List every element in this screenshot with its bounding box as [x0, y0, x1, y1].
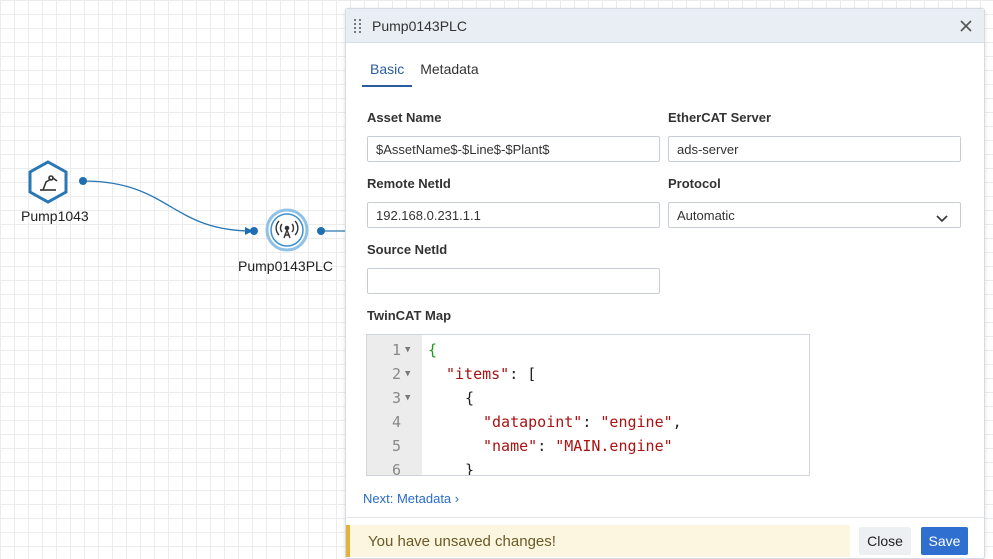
node-label-pump1043: Pump1043	[21, 208, 89, 224]
line-number: 3	[391, 389, 401, 407]
fold-arrow-icon[interactable]: ▼	[405, 393, 411, 403]
save-button[interactable]: Save	[921, 527, 968, 555]
code-text: "name": "MAIN.engine"	[483, 437, 673, 455]
node-label-pump0143plc: Pump0143PLC	[238, 258, 333, 274]
input-port	[250, 227, 258, 235]
asset-name-label: Asset Name	[367, 110, 442, 125]
code-line: 4 "datapoint": "engine",	[367, 410, 809, 434]
code-line: 2 ▼ "items": [	[367, 362, 809, 386]
properties-panel: Pump0143PLC Basic Metadata Asset Name $A…	[345, 8, 985, 559]
panel-footer: You have unsaved changes! Close Save	[346, 517, 984, 559]
close-button[interactable]: Close	[859, 527, 911, 555]
code-line: 5 "name": "MAIN.engine"	[367, 434, 809, 458]
code-line: 1 ▼ {	[367, 338, 809, 362]
protocol-value: Automatic	[677, 207, 735, 223]
tab-bar: Basic Metadata	[362, 59, 487, 87]
code-text: {	[465, 389, 475, 407]
line-number: 1	[391, 341, 401, 359]
robot-arm-icon[interactable]	[27, 160, 69, 209]
chevron-right-icon: ›	[454, 491, 460, 506]
protocol-label: Protocol	[668, 176, 721, 191]
remote-netid-input[interactable]: 192.168.0.231.1.1	[367, 202, 660, 228]
line-number: 4	[391, 413, 401, 431]
remote-netid-label: Remote NetId	[367, 176, 451, 191]
asset-name-input[interactable]: $AssetName$-$Line$-$Plant$	[367, 136, 660, 162]
panel-header[interactable]: Pump0143PLC	[346, 9, 984, 43]
chevron-down-icon	[936, 211, 948, 226]
source-netid-input[interactable]	[367, 268, 660, 294]
editor-gutter	[367, 335, 422, 475]
line-number: 5	[391, 437, 401, 455]
connection-edge	[82, 180, 254, 232]
unsaved-changes-warning: You have unsaved changes!	[346, 525, 850, 557]
twincat-map-label: TwinCAT Map	[367, 308, 452, 323]
fold-arrow-icon[interactable]: ▼	[405, 345, 411, 355]
line-number: 6	[391, 461, 401, 476]
code-text: }	[465, 461, 475, 476]
ethercat-server-label: EtherCAT Server	[668, 110, 772, 125]
panel-title: Pump0143PLC	[372, 17, 467, 34]
output-port	[317, 227, 325, 235]
output-port	[79, 177, 87, 185]
code-text: {	[428, 341, 438, 359]
code-line: 3 ▼ {	[367, 386, 809, 410]
code-text: "datapoint": "engine",	[483, 413, 682, 431]
code-text: "items": [	[446, 365, 537, 383]
arrow-head	[245, 227, 253, 235]
source-netid-label: Source NetId	[367, 242, 448, 257]
next-metadata-link[interactable]: Next: Metadata ›	[363, 491, 460, 506]
code-line: 6 }	[367, 458, 809, 476]
fold-arrow-icon[interactable]: ▼	[405, 369, 411, 379]
twincat-map-editor[interactable]: 1 ▼ { 2 ▼ "items": [ 3 ▼ { 4 "datapoint": "…	[366, 334, 810, 476]
line-number: 2	[391, 365, 401, 383]
tab-basic[interactable]: Basic	[362, 59, 413, 87]
drag-handle-icon[interactable]	[354, 18, 362, 33]
ethercat-server-input[interactable]: ads-server	[668, 136, 961, 162]
antenna-icon[interactable]	[265, 208, 309, 257]
protocol-select[interactable]: Automatic	[668, 202, 961, 228]
close-icon[interactable]	[956, 16, 976, 36]
tab-metadata[interactable]: Metadata	[420, 61, 479, 77]
